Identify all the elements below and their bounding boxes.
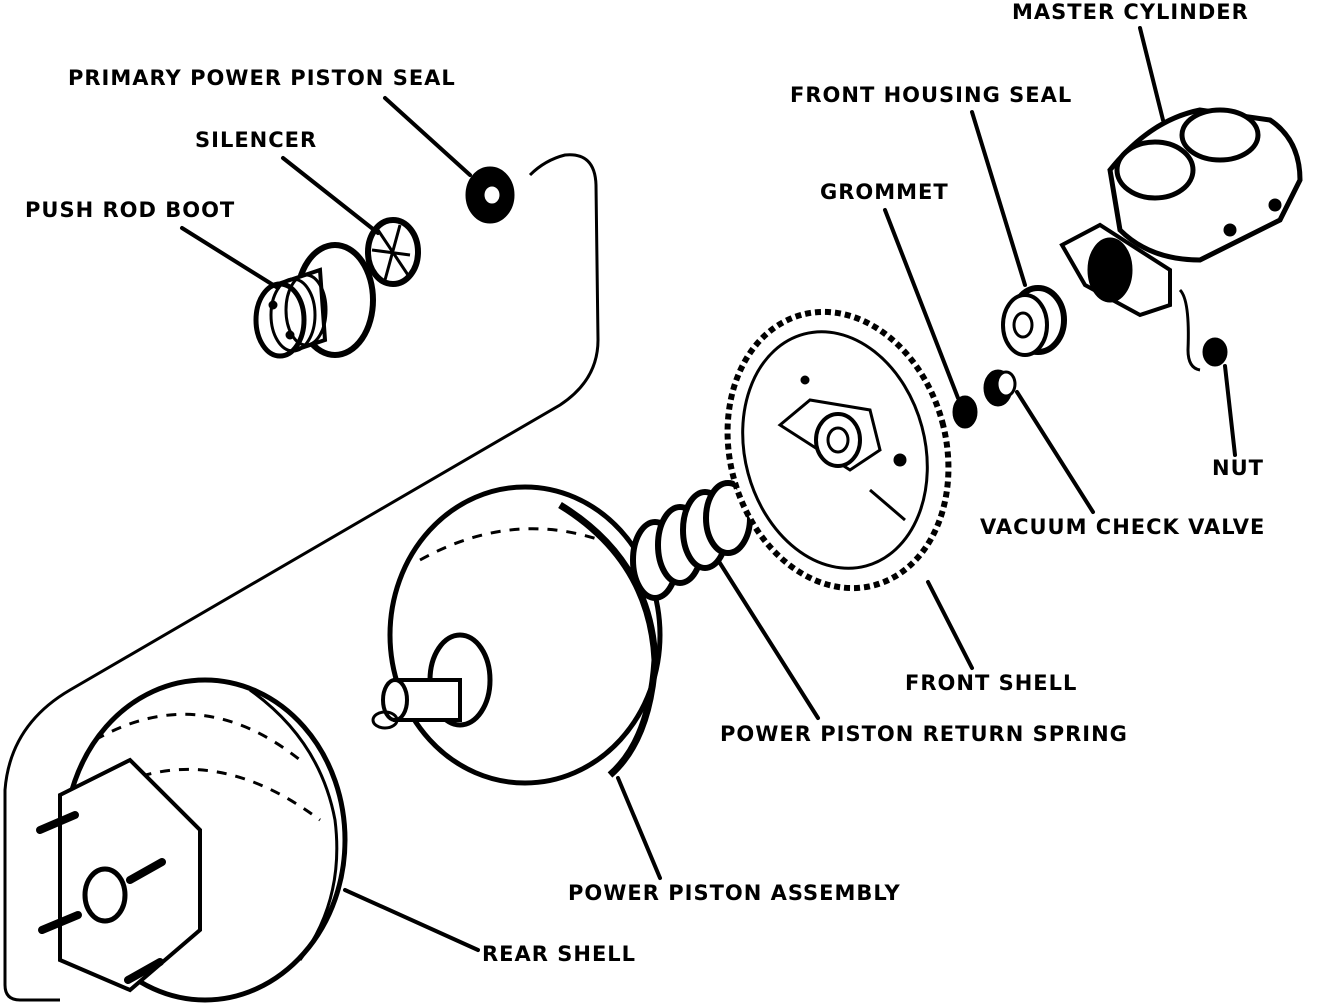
label-primary-power-piston-seal: PRIMARY POWER PISTON SEAL	[68, 66, 456, 90]
leader-push-rod-boot	[180, 226, 280, 290]
push-rod-boot	[253, 242, 376, 359]
leader-front-shell	[926, 580, 974, 670]
label-silencer: SILENCER	[195, 128, 318, 152]
leader-nut	[1223, 364, 1237, 457]
label-vacuum-check-valve: VACUUM CHECK VALVE	[980, 515, 1266, 539]
label-rear-shell: REAR SHELL	[482, 942, 637, 966]
label-master-cylinder: MASTER CYLINDER	[1012, 0, 1249, 24]
master-cylinder	[1059, 107, 1303, 318]
leader-power-piston-return-spring	[716, 558, 820, 720]
leader-power-piston-assembly	[616, 776, 662, 880]
power-piston-assembly	[371, 484, 663, 786]
leader-vacuum-check-valve	[1015, 390, 1095, 514]
nut-bracket-line	[1178, 288, 1201, 372]
nut	[1202, 337, 1228, 367]
silencer	[365, 217, 421, 287]
power-piston-return-spring	[630, 480, 753, 601]
rear-shell	[36, 677, 348, 1003]
label-power-piston-return-spring: POWER PISTON RETURN SPRING	[720, 722, 1128, 746]
leader-grommet	[883, 208, 960, 400]
leader-primary-power-piston-seal	[383, 96, 472, 177]
leader-rear-shell	[343, 888, 480, 952]
leader-front-housing-seal	[970, 110, 1027, 287]
primary-power-piston-seal	[465, 166, 515, 224]
label-push-rod-boot: PUSH ROD BOOT	[25, 198, 236, 222]
vacuum-check-valve	[983, 369, 1017, 407]
label-nut: NUT	[1212, 456, 1264, 480]
label-front-shell: FRONT SHELL	[905, 671, 1078, 695]
front-shell	[724, 308, 952, 592]
assembly-bracket-line	[3, 153, 600, 1002]
grommet	[952, 395, 978, 429]
label-front-housing-seal: FRONT HOUSING SEAL	[790, 83, 1073, 107]
leader-master-cylinder	[1138, 26, 1165, 122]
front-housing-seal	[1001, 285, 1067, 357]
leader-silencer	[281, 156, 380, 235]
label-power-piston-assembly: POWER PISTON ASSEMBLY	[568, 881, 901, 905]
label-grommet: GROMMET	[820, 180, 949, 204]
